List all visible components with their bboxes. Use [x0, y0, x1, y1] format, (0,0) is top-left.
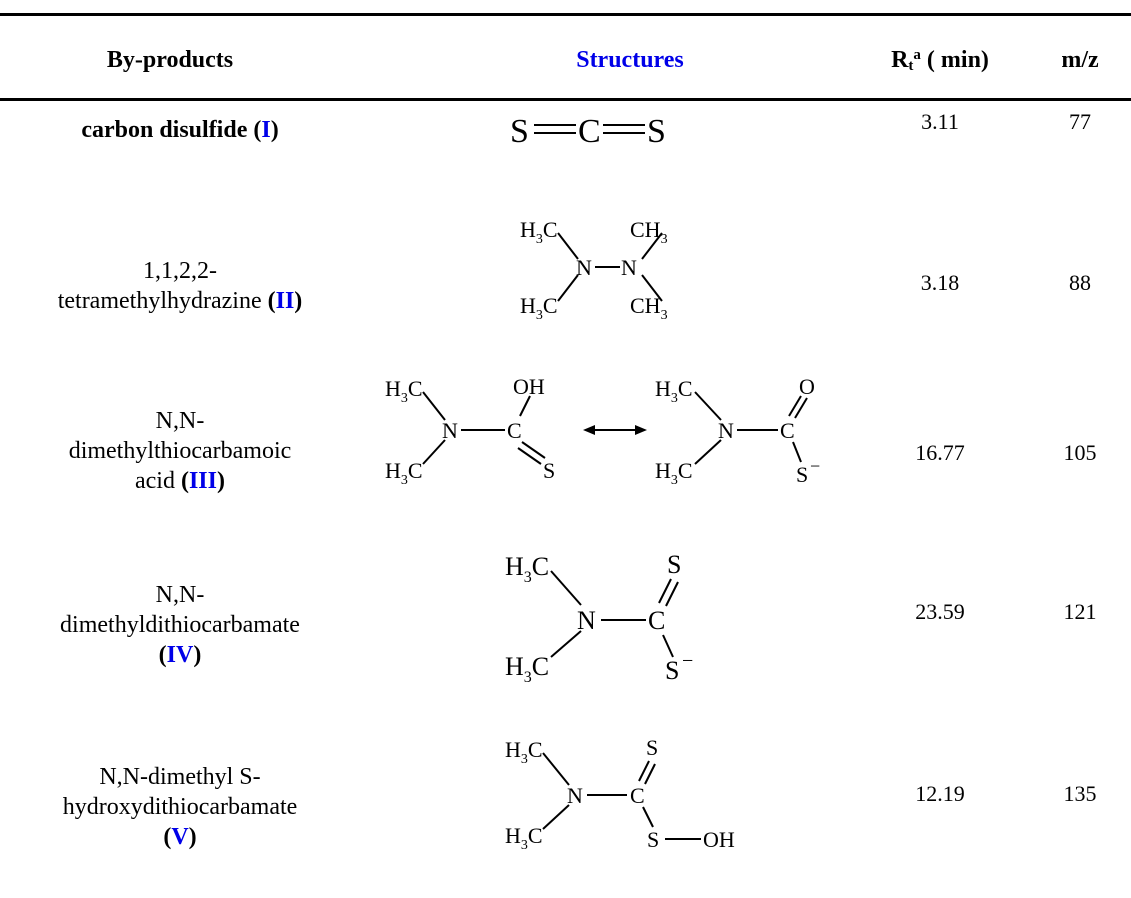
atom-s: S: [510, 113, 529, 150]
rt-value: 3.11: [921, 109, 959, 134]
svg-text:H3C: H3C: [505, 552, 549, 586]
svg-text:H3C: H3C: [520, 293, 558, 323]
structure-dimethyldithiocarbamate: H3C H3C N C S S −: [505, 550, 693, 686]
structure-tetramethylhydrazine: H3C H3C CH3 CH3 N N: [520, 217, 668, 323]
mz-value: 105: [1063, 440, 1097, 465]
rt-value: 16.77: [915, 440, 965, 465]
svg-text:H3C: H3C: [505, 652, 549, 686]
atom-n: N: [621, 255, 637, 280]
mz-value: 88: [1069, 270, 1091, 295]
byproduct-name-dimethylthiocarbamoic-acid: N,N- dimethylthiocarbamoic acid (III): [68, 408, 292, 494]
svg-text:N: N: [442, 418, 458, 443]
svg-text:OH: OH: [513, 374, 545, 399]
svg-text:N: N: [567, 783, 583, 808]
rt-value: 23.59: [915, 599, 965, 624]
svg-text:C: C: [507, 418, 522, 443]
atom-s: S: [647, 113, 666, 150]
svg-text:S: S: [667, 550, 681, 579]
structure-dimethylthiocarbamate-anion: H3C H3C N C O S −: [655, 374, 820, 488]
table-top-rule: [0, 13, 1131, 16]
structure-carbon-disulfide: S C S: [510, 113, 666, 150]
svg-text:−: −: [810, 456, 820, 476]
svg-text:CH3: CH3: [630, 217, 668, 247]
header-retention-time: Rta ( min): [891, 47, 989, 74]
svg-text:S: S: [646, 735, 658, 760]
byproduct-name-carbon-disulfide: carbon disulfide (I): [81, 117, 279, 143]
svg-text:S: S: [665, 656, 679, 685]
rt-value: 12.19: [915, 781, 965, 806]
svg-text:−: −: [682, 650, 693, 672]
atom-c: C: [578, 113, 601, 150]
svg-text:OH: OH: [703, 827, 735, 852]
svg-text:H3C: H3C: [655, 376, 693, 406]
mz-value: 77: [1069, 109, 1091, 134]
svg-text:O: O: [799, 374, 815, 399]
svg-text:S: S: [647, 827, 659, 852]
svg-text:H3C: H3C: [505, 823, 543, 853]
mz-value: 135: [1063, 781, 1097, 806]
svg-text:H3C: H3C: [385, 376, 423, 406]
svg-text:CH3: CH3: [630, 293, 668, 323]
svg-text:C: C: [630, 783, 645, 808]
rt-value: 3.18: [920, 270, 960, 295]
structure-dimethylthiocarbamoic-acid: H3C H3C N C OH S: [385, 374, 647, 488]
atom-n: N: [576, 255, 592, 280]
byproduct-name-dimethyldithiocarbamate: N,N- dimethyldithiocarbamate (IV): [60, 582, 300, 668]
header-byproducts: By-products: [106, 47, 234, 73]
svg-text:H3C: H3C: [520, 217, 558, 247]
header-bottom-rule: [0, 98, 1131, 101]
header-structures: Structures: [576, 47, 684, 73]
mz-value: 121: [1063, 599, 1097, 624]
svg-text:H3C: H3C: [655, 458, 693, 488]
svg-text:N: N: [718, 418, 734, 443]
structure-hydroxydithiocarbamate: H3C H3C N C S S OH: [505, 735, 735, 853]
svg-text:S: S: [543, 458, 555, 483]
svg-text:C: C: [648, 606, 665, 635]
header-mz: m/z: [1061, 47, 1099, 73]
svg-text:S: S: [796, 462, 808, 487]
svg-text:H3C: H3C: [385, 458, 423, 488]
byproduct-name-tetramethylhydrazine: 1,1,2,2- tetramethylhydrazine (II): [57, 258, 303, 314]
svg-text:C: C: [780, 418, 795, 443]
svg-text:N: N: [577, 606, 596, 635]
svg-text:H3C: H3C: [505, 737, 543, 767]
byproduct-name-hydroxydithiocarbamate: N,N-dimethyl S- hydroxydithiocarbamate (…: [62, 764, 298, 850]
